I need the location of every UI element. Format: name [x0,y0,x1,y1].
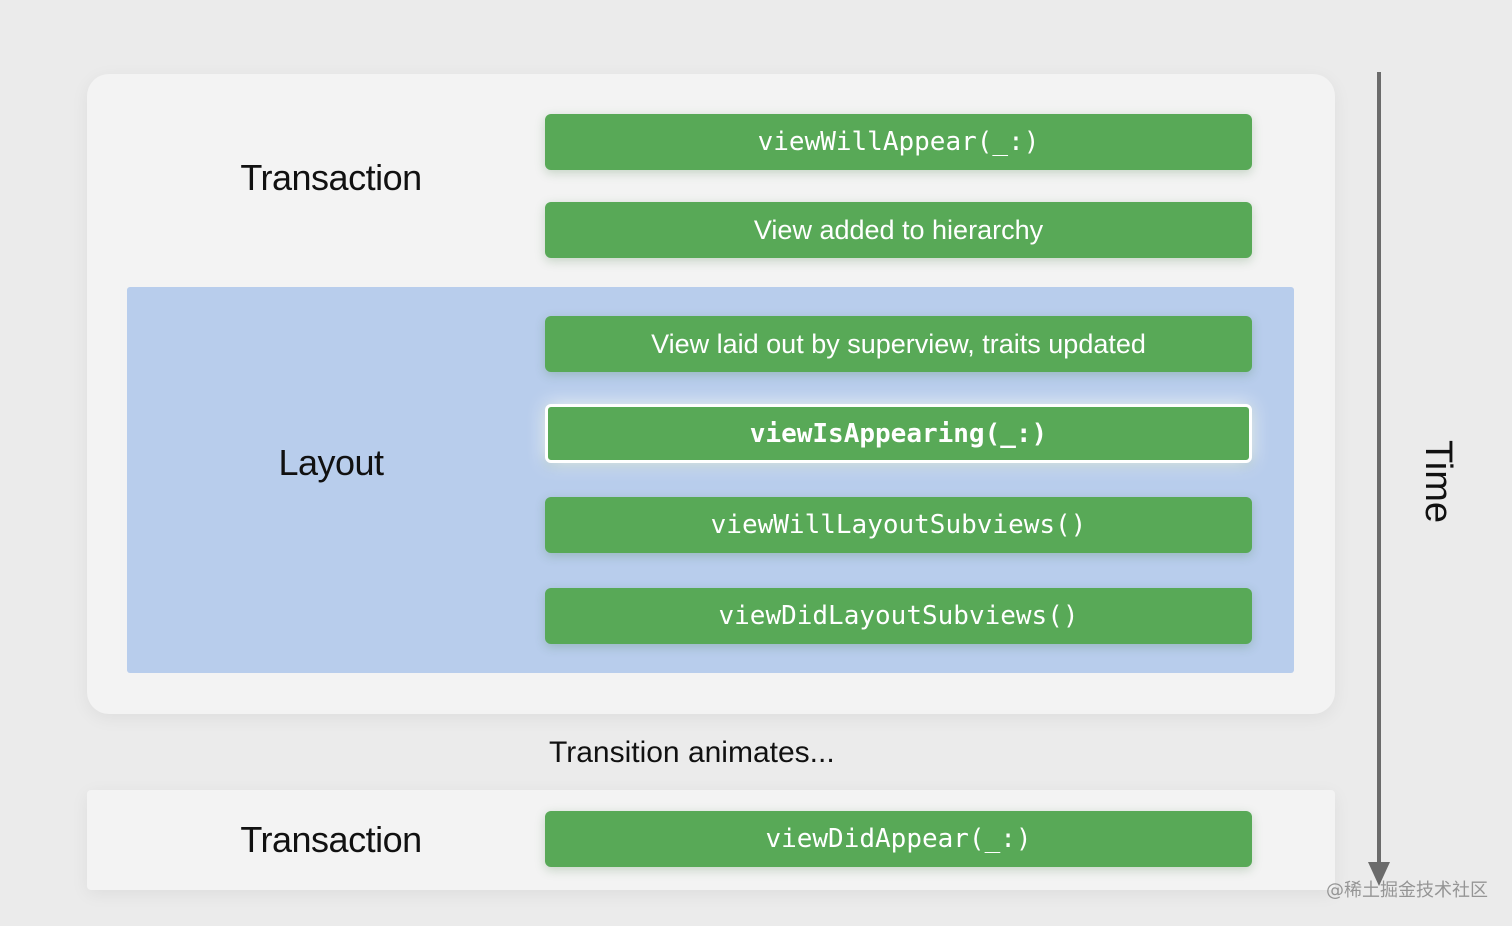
transition-text: Transition animates... [549,736,835,769]
layout-label: Layout [278,442,384,483]
step-view-laid-out: View laid out by superview, traits updat… [545,316,1252,372]
step-view-is-appearing: viewIsAppearing(_:) [545,404,1252,463]
step-view-did-appear: viewDidAppear(_:) [545,811,1252,867]
transaction-label-bottom: Transaction [240,819,422,860]
transaction-label-top: Transaction [240,157,422,198]
watermark: @稀土掘金技术社区 [1326,880,1488,901]
time-arrow-head [1368,862,1390,886]
step-view-will-appear: viewWillAppear(_:) [545,114,1252,170]
time-arrow [1368,72,1390,886]
step-view-did-layout-subviews: viewDidLayoutSubviews() [545,588,1252,644]
time-axis-label: Time [1417,440,1459,524]
step-view-will-layout-subviews: viewWillLayoutSubviews() [545,497,1252,553]
step-view-added-to-hierarchy: View added to hierarchy [545,202,1252,258]
